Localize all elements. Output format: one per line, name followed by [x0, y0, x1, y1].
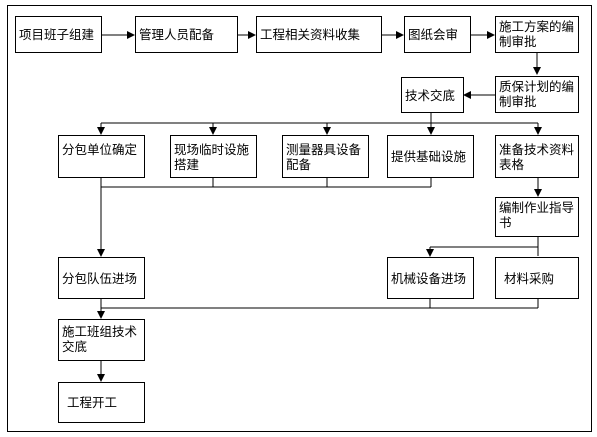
node-material-purchase: 材料采购 — [495, 257, 579, 299]
node-construction-plan: 施工方案的编制审批 — [495, 16, 579, 53]
node-work-guide: 编制作业指导书 — [495, 197, 579, 237]
node-subcontractor-selection: 分包单位确定 — [58, 135, 145, 178]
node-measuring-tools: 测量器具设备配备 — [282, 135, 369, 178]
node-quality-plan: 质保计划的编制审批 — [495, 76, 579, 113]
node-staffing: 管理人员配备 — [135, 16, 238, 53]
node-temp-facilities: 现场临时设施搭建 — [170, 135, 257, 178]
node-team-setup: 项目班子组建 — [15, 16, 102, 53]
node-team-briefing: 施工班组技术交底 — [58, 319, 145, 361]
node-machinery-entry: 机械设备进场 — [387, 257, 474, 299]
node-infrastructure: 提供基础设施 — [387, 135, 474, 178]
node-info-collection: 工程相关资料收集 — [256, 16, 382, 53]
node-project-start: 工程开工 — [58, 382, 145, 423]
diagram-frame — [7, 5, 592, 432]
node-drawing-review: 图纸会审 — [404, 16, 471, 53]
node-subcontractor-entry: 分包队伍进场 — [58, 257, 145, 299]
node-tech-forms: 准备技术资料表格 — [495, 135, 579, 178]
node-tech-briefing: 技术交底 — [401, 77, 464, 113]
